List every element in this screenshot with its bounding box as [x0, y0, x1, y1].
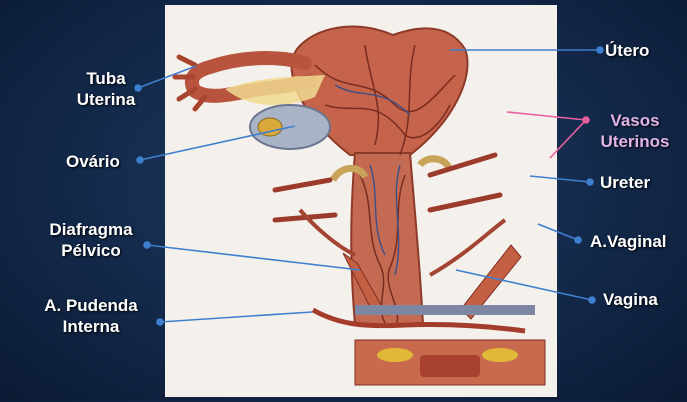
label-vagina: Vagina: [603, 290, 658, 309]
leader-vaginal: [537, 223, 579, 241]
label-utero: Útero: [605, 41, 650, 60]
pudendal-artery: [311, 307, 526, 334]
leader-dot-ureter: [586, 178, 594, 186]
leader-dot-diafragma: [143, 241, 151, 249]
leader-dot-vagina: [588, 296, 596, 304]
ovary-follicle: [257, 117, 283, 137]
vaginal-artery-left: [298, 208, 356, 257]
label-ovario: Ovário: [66, 152, 120, 171]
label-vasos-uterinos: Vasos Uterinos: [600, 111, 670, 151]
leader-tuba: [137, 65, 197, 89]
leader-ovario: [139, 125, 296, 161]
uterine-vein-network: [334, 84, 411, 276]
label-pudenda-interna: A. Pudenda Interna: [44, 296, 138, 336]
fimbriae: [172, 54, 208, 112]
leader-dot-ovario: [136, 156, 144, 164]
label-a-vaginal: A.Vaginal: [590, 232, 667, 251]
label-ureter: Ureter: [600, 173, 651, 192]
leader-dot-utero: [596, 46, 604, 54]
lateral-vessels-right: [427, 152, 503, 213]
leader-dot-vaginal: [574, 236, 582, 244]
bulb-left: [377, 348, 413, 362]
leader-vagina: [455, 269, 593, 301]
leader-dot-pudenda: [156, 318, 164, 326]
label-diafragma-pelvico: Diafragma Pélvico: [49, 220, 133, 260]
leader-dot-tuba: [134, 84, 142, 92]
ureter-left: [329, 164, 369, 182]
uterus-body: [290, 25, 469, 156]
label-tuba-uterina: Tuba Uterina: [76, 69, 136, 109]
leader-vasos-2: [549, 119, 587, 159]
leader-dot-vasos: [582, 116, 590, 124]
leader-vasos-1: [506, 111, 587, 121]
bulb-right: [482, 348, 518, 362]
leader-diafragma: [146, 244, 361, 271]
tube-ligament: [225, 75, 325, 106]
perineal-band: [355, 305, 535, 315]
leader-pudenda: [159, 311, 313, 323]
pelvic-diaphragm-right: [460, 244, 522, 320]
leader-ureter: [529, 175, 591, 183]
vaginal-opening: [420, 355, 480, 377]
vaginal-artery-right: [429, 218, 507, 277]
